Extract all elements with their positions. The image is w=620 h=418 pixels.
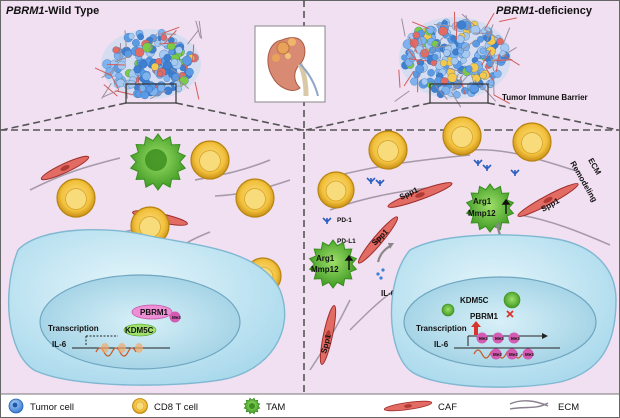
left-kdm5c-blob	[123, 323, 157, 337]
legend-label: Tumor cell	[30, 402, 74, 413]
il6-secreted-label-1: IL-6	[381, 289, 396, 298]
kdm5c-green-dot-1	[503, 291, 521, 309]
right-nucleus	[403, 276, 597, 368]
pd1-receptors	[322, 159, 520, 224]
wild-type-tumor-cluster	[94, 20, 202, 100]
right-cd8-cells	[317, 116, 552, 209]
right-tams	[308, 183, 515, 289]
left-transcription-label: Transcription	[48, 324, 99, 333]
ecm-icon	[509, 400, 549, 410]
tumor-immune-barrier-label: Tumor Immune Barrier	[502, 93, 588, 102]
zoom-line-right-a	[305, 102, 431, 131]
wild-type-zoom-box	[125, 83, 177, 104]
right-pbrm1-label: PBRM1	[470, 312, 499, 321]
svg-text:Me3: Me3	[525, 352, 534, 357]
transcription-up-arrow	[471, 321, 481, 335]
legend-ecm: ECM	[509, 400, 579, 413]
me3-marks	[476, 332, 534, 360]
me3-mark-labels: Me3 Me3 Me3 Me3 Me3 Me3	[479, 336, 534, 357]
left-tam	[129, 133, 187, 191]
legend: Tumor cell CD8 T cell TAM CAF ECM	[8, 397, 579, 415]
zoom-line-left-a	[1, 102, 127, 131]
left-panel-title: PBRM1-Wild Type	[6, 5, 99, 17]
marker-up-arrows	[344, 198, 511, 270]
zoom-line-right-b	[487, 102, 619, 131]
pdl1-label: PD-L1	[337, 238, 356, 245]
left-kdm5c-label: KDM5C	[125, 326, 154, 335]
kdm5c-green-dot-2	[441, 303, 455, 317]
tam-right-arg1: Arg1	[473, 197, 492, 206]
deficiency-zoom-box	[429, 83, 489, 104]
svg-text:Me3: Me3	[493, 352, 502, 357]
left-me3-label: Me3	[172, 315, 181, 320]
svg-text:Me3: Me3	[479, 336, 488, 341]
pd1-label: PD-1	[337, 217, 352, 224]
deficiency-tumor-cluster	[394, 11, 520, 108]
right-il6-gene-label: IL-6	[434, 340, 449, 349]
left-pbrm1-blob	[131, 304, 173, 320]
legend-label: ECM	[558, 402, 579, 413]
tam-left-arg1: Arg1	[316, 254, 335, 263]
left-pbrm1-label: PBRM1	[140, 308, 169, 317]
arrow-head-2	[495, 222, 501, 228]
svg-text:Me3: Me3	[509, 352, 518, 357]
legend-tumor-cell: Tumor cell	[8, 398, 74, 414]
left-dna-track	[72, 335, 170, 357]
kidney-image	[254, 25, 326, 103]
right-transcription-label: Transcription	[416, 324, 467, 333]
tam-left-mmp12: Mmp12	[311, 265, 339, 274]
right-panel-title: PBRM1-deficiency	[496, 5, 593, 17]
pbrm1-absent-cross	[506, 310, 514, 318]
left-nucleus	[39, 274, 241, 370]
svg-text:Me3: Me3	[511, 336, 520, 341]
right-cafs	[319, 182, 579, 365]
left-me3-mark	[169, 311, 181, 323]
legend-tam: TAM	[243, 397, 285, 415]
arrow-head-1	[388, 243, 394, 249]
right-kdm5c-label: KDM5C	[460, 296, 489, 305]
legend-label: TAM	[266, 402, 285, 413]
legend-label: CD8 T cell	[154, 402, 198, 413]
legend-cd8-t-cell: CD8 T cell	[132, 398, 198, 414]
left-caf-1	[40, 155, 90, 181]
legend-caf: CAF	[383, 400, 457, 413]
caf-icon	[383, 400, 433, 412]
left-il6-gene-label: IL-6	[52, 340, 67, 349]
legend-label: CAF	[438, 402, 457, 413]
tam-right-mmp12: Mmp12	[468, 209, 496, 218]
svg-text:Me3: Me3	[495, 336, 504, 341]
